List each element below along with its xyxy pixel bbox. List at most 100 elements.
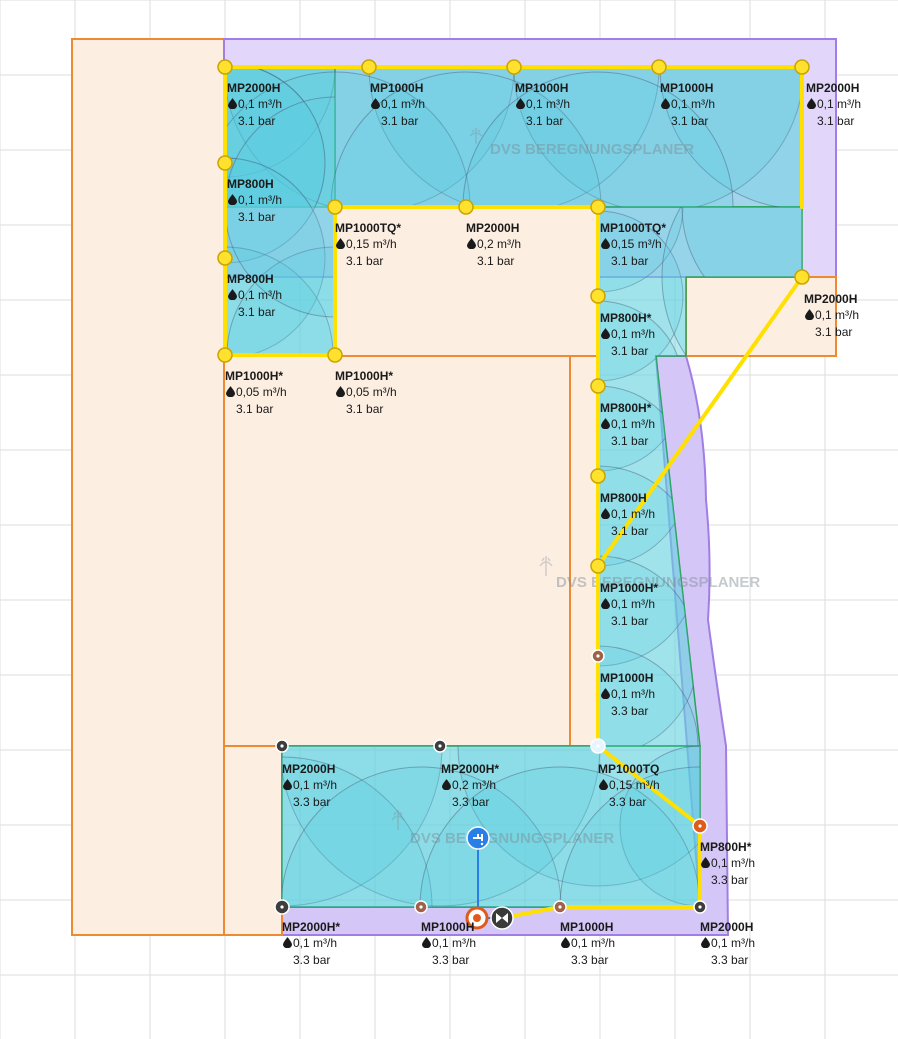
- area-narrow-right[interactable]: [569, 355, 599, 747]
- nozzle-flow: 0,1 m³/h: [432, 936, 476, 950]
- sprinkler-node[interactable]: [590, 558, 606, 574]
- sprinkler-node[interactable]: [327, 199, 343, 215]
- nozzle-label[interactable]: MP1000H*0,05 m³/h3.1 bar: [335, 369, 397, 416]
- sprinkler-node[interactable]: [217, 59, 233, 75]
- sprinkler-node[interactable]: [361, 59, 377, 75]
- nozzle-pressure: 3.1 bar: [611, 614, 648, 628]
- nozzle-pressure: 3.1 bar: [611, 344, 648, 358]
- nozzle-name: MP1000TQ*: [335, 221, 401, 235]
- nozzle-flow: 0,1 m³/h: [381, 97, 425, 111]
- spray-coverage-arc: [368, 67, 660, 207]
- sprinkler-node-center: [558, 905, 562, 909]
- sprinkler-node[interactable]: [590, 378, 606, 394]
- nozzle-label[interactable]: MP800H*0,1 m³/h3.3 bar: [700, 840, 755, 887]
- sprinkler-node-center: [698, 905, 702, 909]
- sprinkler-node[interactable]: [217, 250, 233, 266]
- spray-coverage-arc: [225, 157, 312, 207]
- nozzle-pressure: 3.1 bar: [526, 114, 563, 128]
- nozzle-label[interactable]: MP1000TQ*0,15 m³/h3.1 bar: [335, 221, 401, 268]
- sprinkler-logo-icon: [539, 556, 553, 576]
- water-tap-icon[interactable]: [466, 826, 490, 850]
- nozzle-label[interactable]: MP800H*0,1 m³/h3.1 bar: [600, 311, 655, 358]
- spray-coverage-arc: [226, 246, 335, 355]
- nozzle-label[interactable]: MP1000H 0,1 m³/h 3.1 bar: [515, 81, 570, 128]
- nozzle-flow: 0,1 m³/h: [611, 417, 655, 431]
- area-center-lawn[interactable]: [223, 355, 571, 747]
- sprinkler-node[interactable]: [217, 155, 233, 171]
- sprinkler-node[interactable]: [458, 199, 474, 215]
- sprinkler-node[interactable]: [217, 347, 233, 363]
- nozzle-label[interactable]: MP1000H*0,1 m³/h3.1 bar: [600, 581, 658, 628]
- nozzle-name: MP2000H: [466, 221, 519, 235]
- spray-coverage-arc: [513, 67, 803, 207]
- nozzle-flow: 0,05 m³/h: [346, 385, 397, 399]
- nozzle-flow: 0,1 m³/h: [526, 97, 570, 111]
- pump-connection-icon[interactable]: [465, 906, 489, 930]
- nozzle-name: MP800H: [600, 491, 647, 505]
- nozzle-label[interactable]: MP800H*0,1 m³/h3.1 bar: [600, 401, 655, 448]
- nozzle-flow: 0,1 m³/h: [711, 936, 755, 950]
- nozzle-pressure: 3.1 bar: [611, 254, 648, 268]
- sprinkler-node[interactable]: [590, 288, 606, 304]
- spray-coverage-arc: [330, 71, 602, 207]
- sprinkler-node[interactable]: [327, 347, 343, 363]
- nozzle-label[interactable]: MP2000H*0,1 m³/h3.3 bar: [282, 920, 340, 967]
- nozzle-name: MP1000H: [515, 81, 568, 95]
- sprinkler-node[interactable]: [794, 269, 810, 285]
- nozzle-flow: 0,05 m³/h: [236, 385, 287, 399]
- spray-coverage-arc: [225, 96, 335, 318]
- spray-coverage-arc: [419, 766, 700, 907]
- spray-coverage-arc: [225, 67, 326, 207]
- nozzle-name: MP1000H*: [335, 369, 393, 383]
- nozzle-flow: 0,1 m³/h: [817, 97, 861, 111]
- area-mid-lawn[interactable]: [334, 206, 599, 357]
- watermark-text: DVS BEREGNUNGSPLANER: [410, 830, 614, 847]
- nozzle-label[interactable]: MP1000H*0,05 m³/h3.1 bar: [225, 369, 287, 416]
- nozzle-pressure: 3.3 bar: [611, 704, 648, 718]
- nozzle-label[interactable]: MP1000TQ*0,15 m³/h3.1 bar: [600, 221, 666, 268]
- nozzle-name: MP2000H: [282, 762, 335, 776]
- area-bottom-left[interactable]: [223, 745, 283, 936]
- spray-coverage-arc: [225, 67, 336, 178]
- nozzle-pressure: 3.3 bar: [452, 795, 489, 809]
- nozzle-pressure: 3.1 bar: [817, 114, 854, 128]
- pipe-diagonal[interactable]: [596, 275, 804, 568]
- nozzle-name: MP1000H*: [600, 581, 658, 595]
- nozzle-pressure: 3.3 bar: [432, 953, 469, 967]
- spray-coverage-arc: [225, 71, 471, 207]
- nozzle-name: MP800H*: [600, 311, 652, 325]
- nozzle-flow: 0,1 m³/h: [238, 97, 282, 111]
- sprinkler-node[interactable]: [506, 59, 522, 75]
- sprinkler-node-center: [419, 905, 423, 909]
- watermark-text: DVS BEREGNUNGSPLANER: [490, 141, 694, 158]
- sprinkler-node[interactable]: [590, 199, 606, 215]
- sprinkler-node[interactable]: [794, 59, 810, 75]
- zone-left[interactable]: [224, 66, 336, 356]
- sprinkler-node[interactable]: [590, 468, 606, 484]
- sprinkler-node[interactable]: [651, 59, 667, 75]
- area-left-strip[interactable]: [71, 38, 225, 936]
- valve-icon[interactable]: [490, 906, 514, 930]
- nozzle-name: MP1000TQ: [598, 762, 659, 776]
- spray-coverage-arc: [282, 746, 601, 907]
- nozzle-pressure: 3.1 bar: [346, 254, 383, 268]
- spray-coverage-arc: [282, 746, 443, 907]
- nozzle-label[interactable]: MP2000H*0,2 m³/h3.3 bar: [441, 762, 499, 809]
